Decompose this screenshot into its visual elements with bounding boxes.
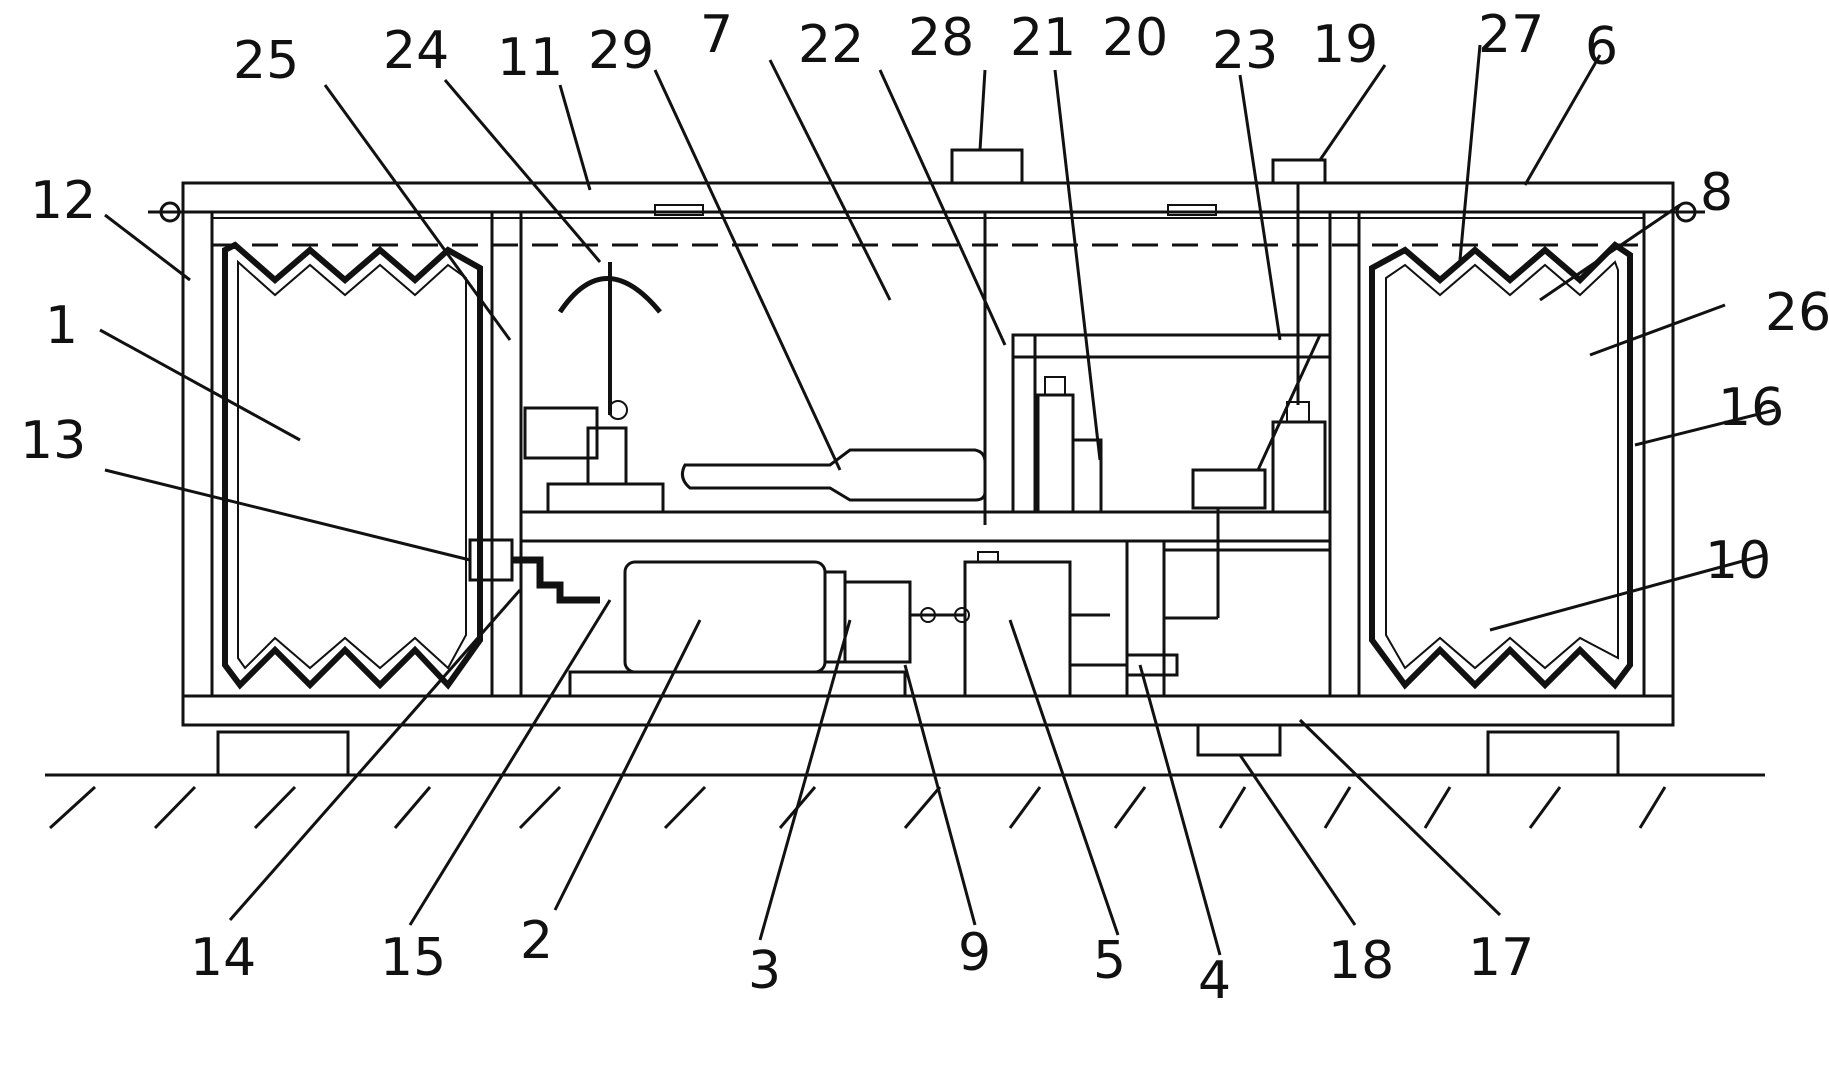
- label-23: 23: [1212, 21, 1278, 81]
- label-19: 19: [1312, 15, 1378, 75]
- label-25: 25: [233, 31, 299, 91]
- label-28: 28: [908, 8, 974, 68]
- label-17: 17: [1468, 928, 1534, 988]
- label-22: 22: [798, 15, 864, 75]
- outer-housing: [148, 183, 1705, 725]
- left-air-bag: [225, 245, 480, 685]
- label-15: 15: [380, 928, 446, 988]
- lower-machinery: [470, 540, 1330, 755]
- label-16: 16: [1718, 378, 1784, 438]
- label-24: 24: [383, 21, 449, 81]
- label-3: 3: [748, 941, 781, 1001]
- label-1: 1: [45, 296, 78, 356]
- upper-left-equipment: [525, 262, 985, 512]
- label-14: 14: [190, 928, 256, 988]
- label-6: 6: [1585, 17, 1618, 77]
- label-11: 11: [497, 28, 563, 88]
- inner-partitions: [492, 212, 1359, 696]
- label-10: 10: [1705, 531, 1771, 591]
- label-5: 5: [1093, 931, 1126, 991]
- right-air-bag: [1372, 245, 1630, 685]
- label-2: 2: [520, 911, 553, 971]
- label-9: 9: [958, 923, 991, 983]
- label-12: 12: [30, 171, 96, 231]
- upper-right-equipment: [1038, 335, 1325, 618]
- label-7: 7: [700, 5, 733, 65]
- callout-labels: 1 2 3 4 5 6 7 8 9 10 11 12 13 14 15 16 1…: [20, 5, 1829, 1011]
- ground: [45, 775, 1765, 828]
- label-21: 21: [1010, 8, 1076, 68]
- label-18: 18: [1328, 931, 1394, 991]
- label-4: 4: [1198, 951, 1231, 1011]
- label-20: 20: [1102, 8, 1168, 68]
- label-26: 26: [1765, 283, 1829, 343]
- label-13: 13: [20, 411, 86, 471]
- label-29: 29: [588, 21, 654, 81]
- label-27: 27: [1478, 5, 1544, 65]
- label-8: 8: [1700, 163, 1733, 223]
- support-feet: [218, 732, 1618, 775]
